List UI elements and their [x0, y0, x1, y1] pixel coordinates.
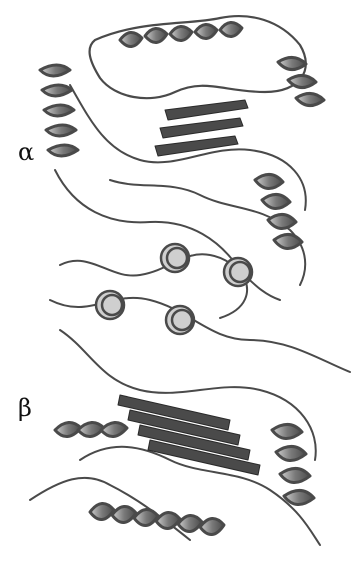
- alpha-helix-right-lower: [255, 174, 302, 248]
- beta-loop: [50, 298, 350, 372]
- alpha-beta-sheet: [155, 100, 248, 156]
- beta-central-helices: [96, 291, 194, 334]
- alpha-central-helices: [161, 244, 252, 286]
- alpha-helix-top: [120, 22, 242, 46]
- beta-beta-sheet: [118, 395, 260, 475]
- beta-helix-right: [272, 424, 314, 504]
- beta-subunit-label: β: [18, 396, 32, 420]
- alpha-subunit-label: α: [18, 140, 34, 164]
- beta-helix-left-upper: [55, 422, 127, 436]
- beta-subunit: [30, 291, 350, 545]
- beta-helix-bottom: [90, 503, 224, 534]
- alpha-loop: [55, 170, 247, 318]
- alpha-helix-right: [278, 57, 324, 105]
- alpha-subunit: [40, 16, 324, 318]
- alpha-helix-left: [40, 65, 78, 156]
